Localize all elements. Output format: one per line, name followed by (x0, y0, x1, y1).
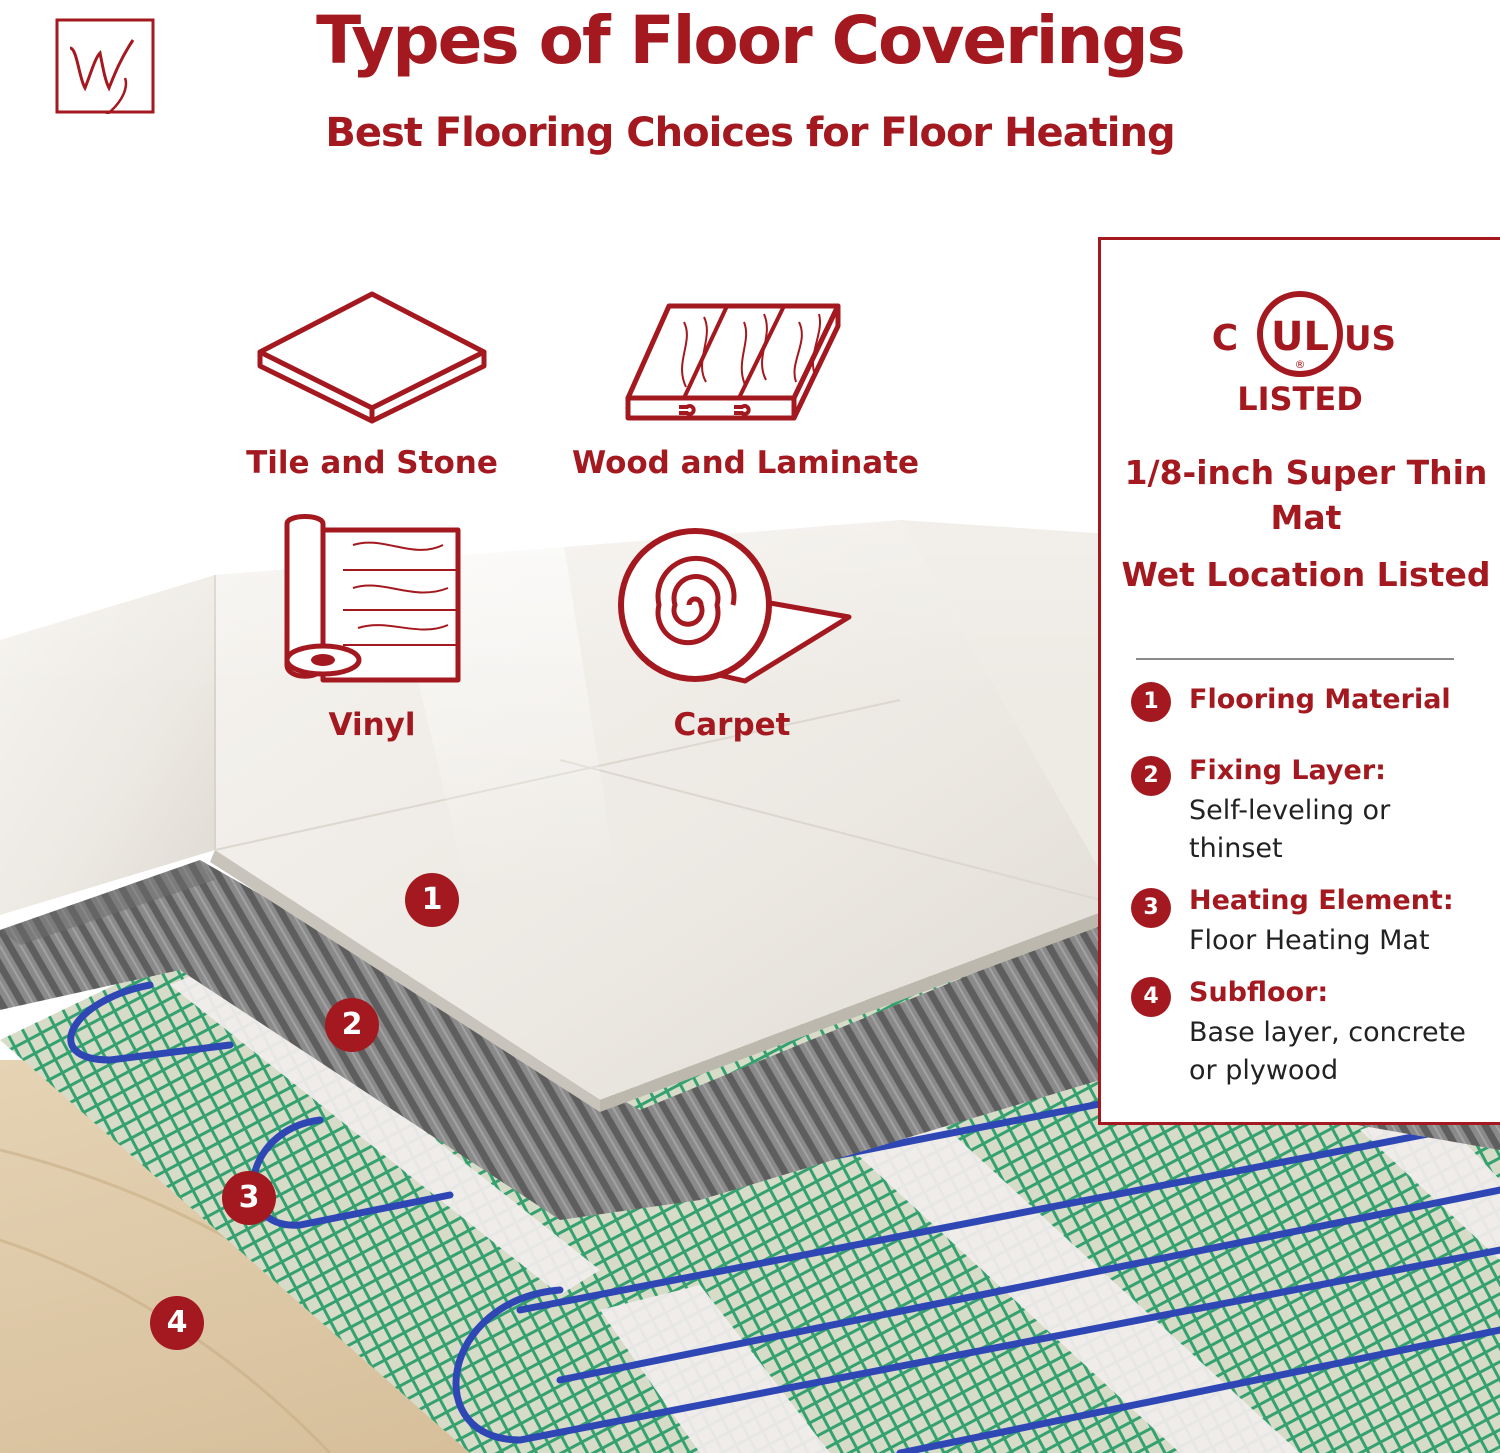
mat-tape (600, 1285, 830, 1453)
info-panel: UL ® C US LISTED 1/8-inch Super Thin Mat… (1098, 237, 1500, 1125)
legend-number-4: 4 (1131, 977, 1171, 1017)
ul-listed-text: LISTED (1237, 380, 1363, 418)
legend-title-flooring: Flooring Material (1189, 684, 1451, 715)
brand-logo (55, 18, 155, 114)
flooring-label-vinyl: Vinyl (328, 707, 416, 743)
mat-tape (170, 965, 600, 1295)
vinyl-roll-icon (284, 514, 461, 683)
panel-divider (1136, 658, 1454, 660)
legend-number-2: 2 (1131, 756, 1171, 796)
ul-right-text: US (1344, 319, 1395, 359)
carpet-roll-icon (618, 528, 852, 684)
ul-registered-text: ® (1295, 358, 1306, 371)
page-title: Types of Floor Coverings (316, 2, 1186, 79)
scene-marker-4: 4 (150, 1296, 204, 1350)
feature-wet-location: Wet Location Listed (1121, 555, 1491, 594)
legend-title-heating: Heating Element: (1189, 885, 1454, 916)
legend-number-1: 1 (1131, 682, 1171, 722)
flooring-label-wood: Wood and Laminate (572, 445, 920, 481)
tile-stone-icon (257, 291, 487, 424)
page-subtitle: Best Flooring Choices for Floor Heating (325, 110, 1175, 156)
wood-laminate-icon (625, 303, 841, 421)
legend-text-heating: Floor Heating Mat (1189, 925, 1430, 956)
scene-marker-3: 3 (222, 1171, 276, 1225)
legend-text-fixing: Self-leveling or thinset (1189, 795, 1391, 864)
ul-listed-badge: UL ® C US LISTED (1212, 291, 1395, 418)
legend-number-3: 3 (1131, 888, 1171, 928)
legend-title-fixing: Fixing Layer: (1189, 755, 1386, 786)
flooring-label-tile: Tile and Stone (246, 445, 498, 481)
flooring-label-carpet: Carpet (673, 707, 791, 743)
legend-title-subfloor: Subfloor: (1189, 977, 1329, 1008)
mat-tape (820, 1090, 1300, 1453)
ul-left-text: C (1212, 318, 1238, 359)
feature-thin-mat: 1/8-inch Super Thin Mat (1124, 453, 1488, 537)
ul-mark-text: UL (1271, 314, 1329, 360)
scene-marker-2: 2 (325, 998, 379, 1052)
scene-marker-1: 1 (405, 873, 459, 927)
legend-text-subfloor: Base layer, concrete or plywood (1189, 1017, 1466, 1086)
